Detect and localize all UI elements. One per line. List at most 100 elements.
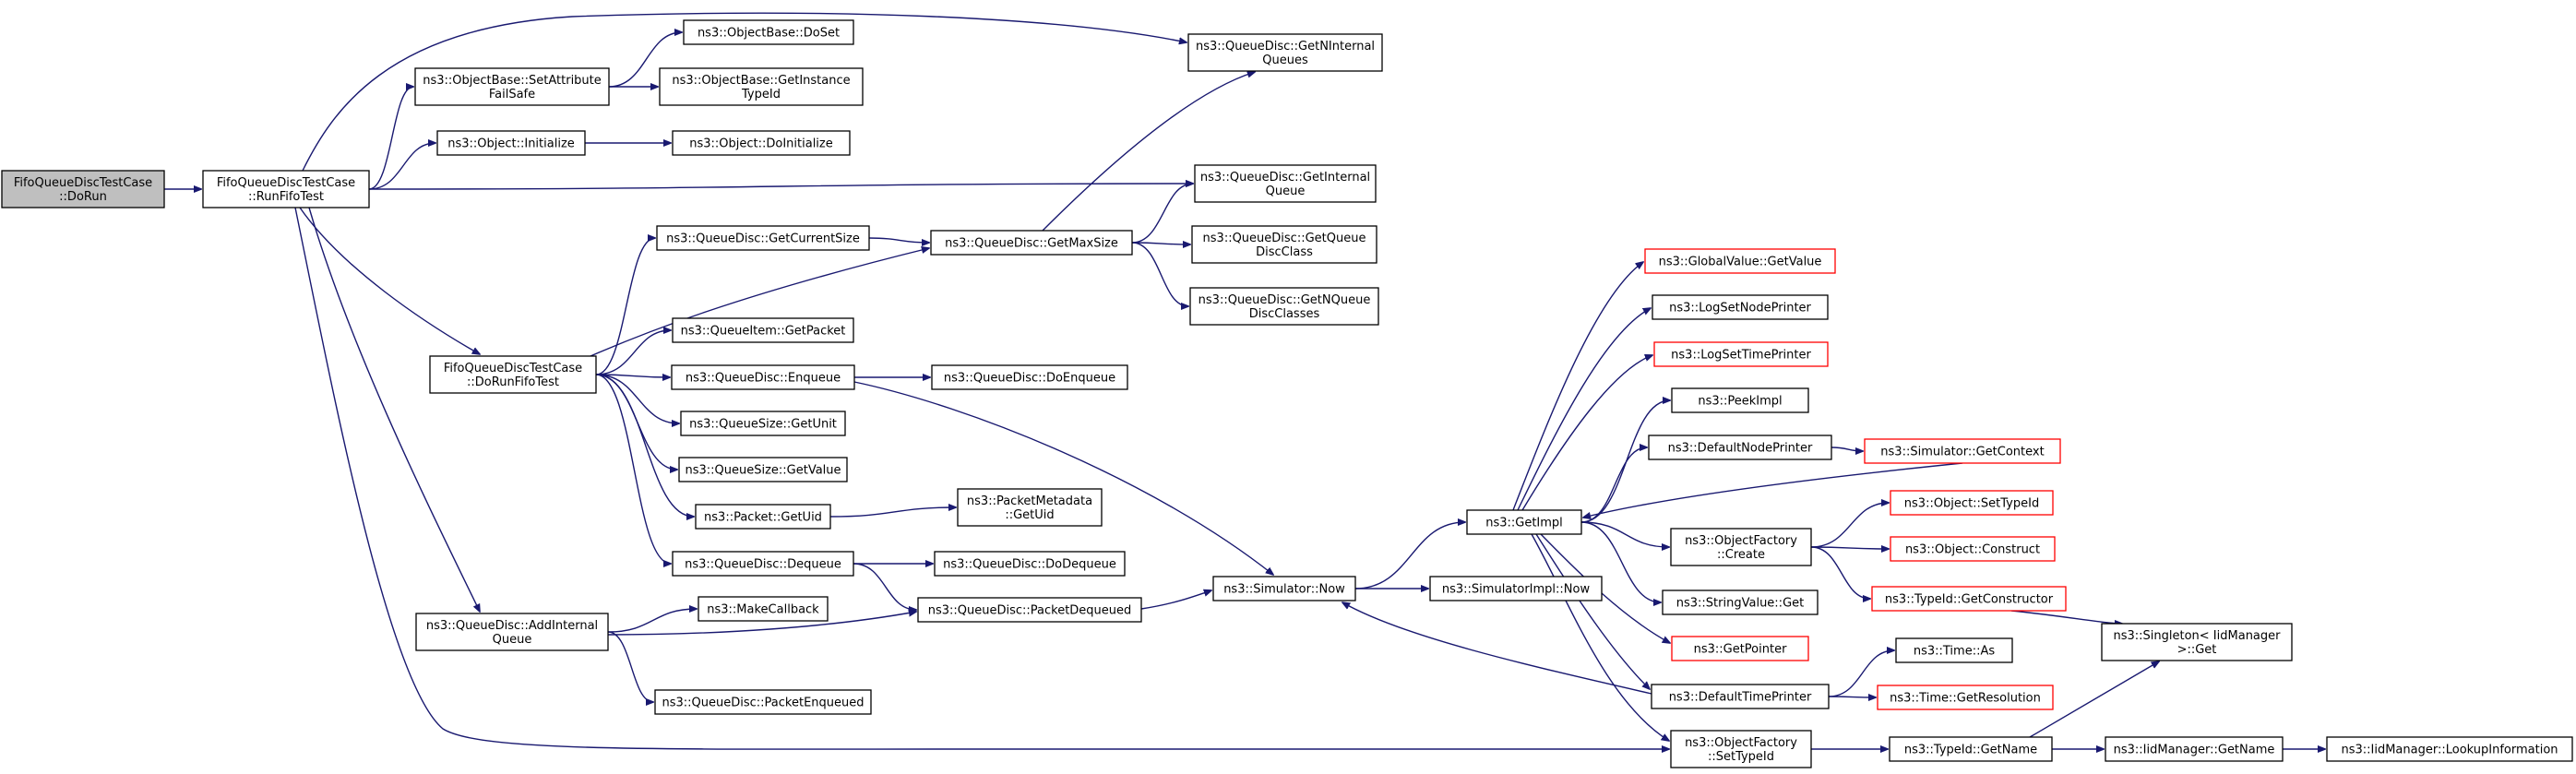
node-box <box>1652 294 1829 320</box>
call-edge <box>1354 522 1465 589</box>
function-node[interactable]: FifoQueueDiscTestCase::DoRunFifoTest <box>429 355 597 394</box>
node-label: ns3::Object::Initialize <box>447 137 575 151</box>
node-label: ns3::Time::As <box>1914 645 1996 659</box>
function-node[interactable]: ns3::GetImpl <box>1466 509 1582 535</box>
node-box <box>2326 736 2573 762</box>
function-node[interactable]: ns3::LogSetNodePrinter <box>1652 294 1829 320</box>
node-box <box>1648 435 1832 460</box>
node-label: DiscClass <box>1256 245 1313 259</box>
call-edge <box>2010 610 2122 624</box>
call-edge <box>1810 547 1889 549</box>
function-node[interactable]: ns3::ObjectFactory::Create <box>1670 528 1812 566</box>
function-node[interactable]: ns3::Simulator::Now <box>1212 576 1356 601</box>
node-label: FailSafe <box>489 88 535 101</box>
function-node[interactable]: ns3::ObjectBase::DoSet <box>683 19 854 45</box>
function-node[interactable]: ns3::ObjectFactory::SetTypeId <box>1670 730 1812 768</box>
function-node[interactable]: ns3::QueueItem::GetPacket <box>672 317 854 343</box>
node-label: ns3::PeekImpl <box>1698 395 1782 409</box>
call-edge <box>1580 447 1647 523</box>
call-edge <box>595 374 679 423</box>
node-label: ns3::Simulator::Now <box>1223 583 1345 597</box>
call-edge <box>607 631 653 702</box>
call-edge <box>853 563 916 610</box>
function-node[interactable]: ns3::Packet::GetUid <box>695 504 831 530</box>
function-node[interactable]: ns3::PeekImpl <box>1671 387 1809 413</box>
function-node[interactable]: ns3::Object::DoInitialize <box>672 130 851 156</box>
function-node[interactable]: ns3::IidManager::GetName <box>2105 736 2284 762</box>
function-node[interactable]: ns3::Object::SetTypeId <box>1890 490 2054 516</box>
call-edge <box>1583 462 1963 518</box>
node-box <box>414 67 610 106</box>
function-node[interactable]: ns3::QueueDisc::DoDequeue <box>934 551 1126 577</box>
function-node[interactable]: ns3::Object::Initialize <box>436 130 586 156</box>
call-edge <box>1042 72 1255 232</box>
node-label: ns3::IidManager::GetName <box>2114 744 2275 757</box>
function-node[interactable]: ns3::QueueDisc::PacketDequeued <box>917 597 1142 623</box>
function-node[interactable]: ns3::Object::Construct <box>1890 536 2056 562</box>
node-label: ::GetUid <box>1005 508 1054 522</box>
node-box <box>415 613 609 651</box>
function-node[interactable]: ns3::GetPointer <box>1671 636 1809 661</box>
function-node[interactable]: ns3::QueueDisc::GetMaxSize <box>930 230 1133 256</box>
function-node[interactable]: ns3::PacketMetadata::GetUid <box>957 488 1103 527</box>
node-box <box>698 596 829 622</box>
function-node[interactable]: ns3::QueueDisc::GetCurrentSize <box>656 225 870 251</box>
node-box <box>671 364 855 390</box>
node-label: ns3::SimulatorImpl::Now <box>1442 583 1591 597</box>
function-node[interactable]: FifoQueueDiscTestCase::DoRun <box>1 170 165 208</box>
node-label: ns3::QueueDisc::Dequeue <box>685 558 841 572</box>
node-box <box>1 170 165 208</box>
function-node[interactable]: ns3::IidManager::LookupInformation <box>2326 736 2573 762</box>
function-node[interactable]: ns3::Time::As <box>1895 637 2013 663</box>
node-box <box>1889 736 2053 762</box>
function-node[interactable]: ns3::DefaultNodePrinter <box>1648 435 1832 460</box>
node-box <box>1864 438 2061 464</box>
function-node[interactable]: ns3::QueueDisc::PacketEnqueued <box>654 689 872 715</box>
node-label: ns3::Singleton< IidManager <box>2113 629 2281 643</box>
function-node[interactable]: ns3::TypeId::GetName <box>1889 736 2053 762</box>
node-label: Queue <box>1266 185 1306 198</box>
function-node[interactable]: ns3::Singleton< IidManager >::Get <box>2101 623 2293 661</box>
call-edge <box>1535 533 1650 689</box>
node-box <box>672 317 854 343</box>
call-edge <box>829 507 956 518</box>
node-box <box>1877 685 2054 710</box>
call-edge <box>1810 503 1889 548</box>
function-node[interactable]: FifoQueueDiscTestCase::RunFifoTest <box>202 170 370 208</box>
node-label: ns3::MakeCallback <box>707 603 819 617</box>
function-node[interactable]: ns3::QueueDisc::Dequeue <box>672 551 854 577</box>
function-node[interactable]: ns3::SimulatorImpl::Now <box>1429 576 1603 601</box>
function-node[interactable]: ns3::Simulator::GetContext <box>1864 438 2061 464</box>
function-node[interactable]: ns3::QueueSize::GetUnit <box>680 411 846 436</box>
function-node[interactable]: ns3::Time::GetResolution <box>1877 685 2054 710</box>
function-node[interactable]: ns3::GlobalValue::GetValue <box>1644 248 1836 274</box>
function-node[interactable]: ns3::QueueSize::GetValue <box>678 457 848 482</box>
function-node[interactable]: ns3::TypeId::GetConstructor <box>1871 586 2067 612</box>
node-label: ns3::QueueSize::GetValue <box>685 464 841 478</box>
function-node[interactable]: ns3::QueueDisc::DoEnqueue <box>931 364 1128 390</box>
call-edge <box>607 612 916 636</box>
function-node[interactable]: ns3::LogSetTimePrinter <box>1653 341 1829 367</box>
node-label: ns3::ObjectFactory <box>1685 736 1797 750</box>
node-label: ns3::Packet::GetUid <box>704 511 822 525</box>
function-node[interactable]: ns3::QueueDisc::Enqueue <box>671 364 855 390</box>
node-box <box>1895 637 2013 663</box>
call-edges <box>164 12 2325 749</box>
node-box <box>1189 287 1379 326</box>
function-node[interactable]: ns3::DefaultTimePrinter <box>1651 684 1830 709</box>
node-box <box>931 364 1128 390</box>
call-edge <box>1131 184 1193 244</box>
call-edge <box>1580 400 1670 523</box>
function-node[interactable]: ns3::StringValue::Get <box>1662 589 1819 615</box>
call-edge <box>1131 242 1188 306</box>
node-label: ns3::TypeId::GetName <box>1904 744 2037 757</box>
function-node[interactable]: ns3::MakeCallback <box>698 596 829 622</box>
node-box <box>429 355 597 394</box>
